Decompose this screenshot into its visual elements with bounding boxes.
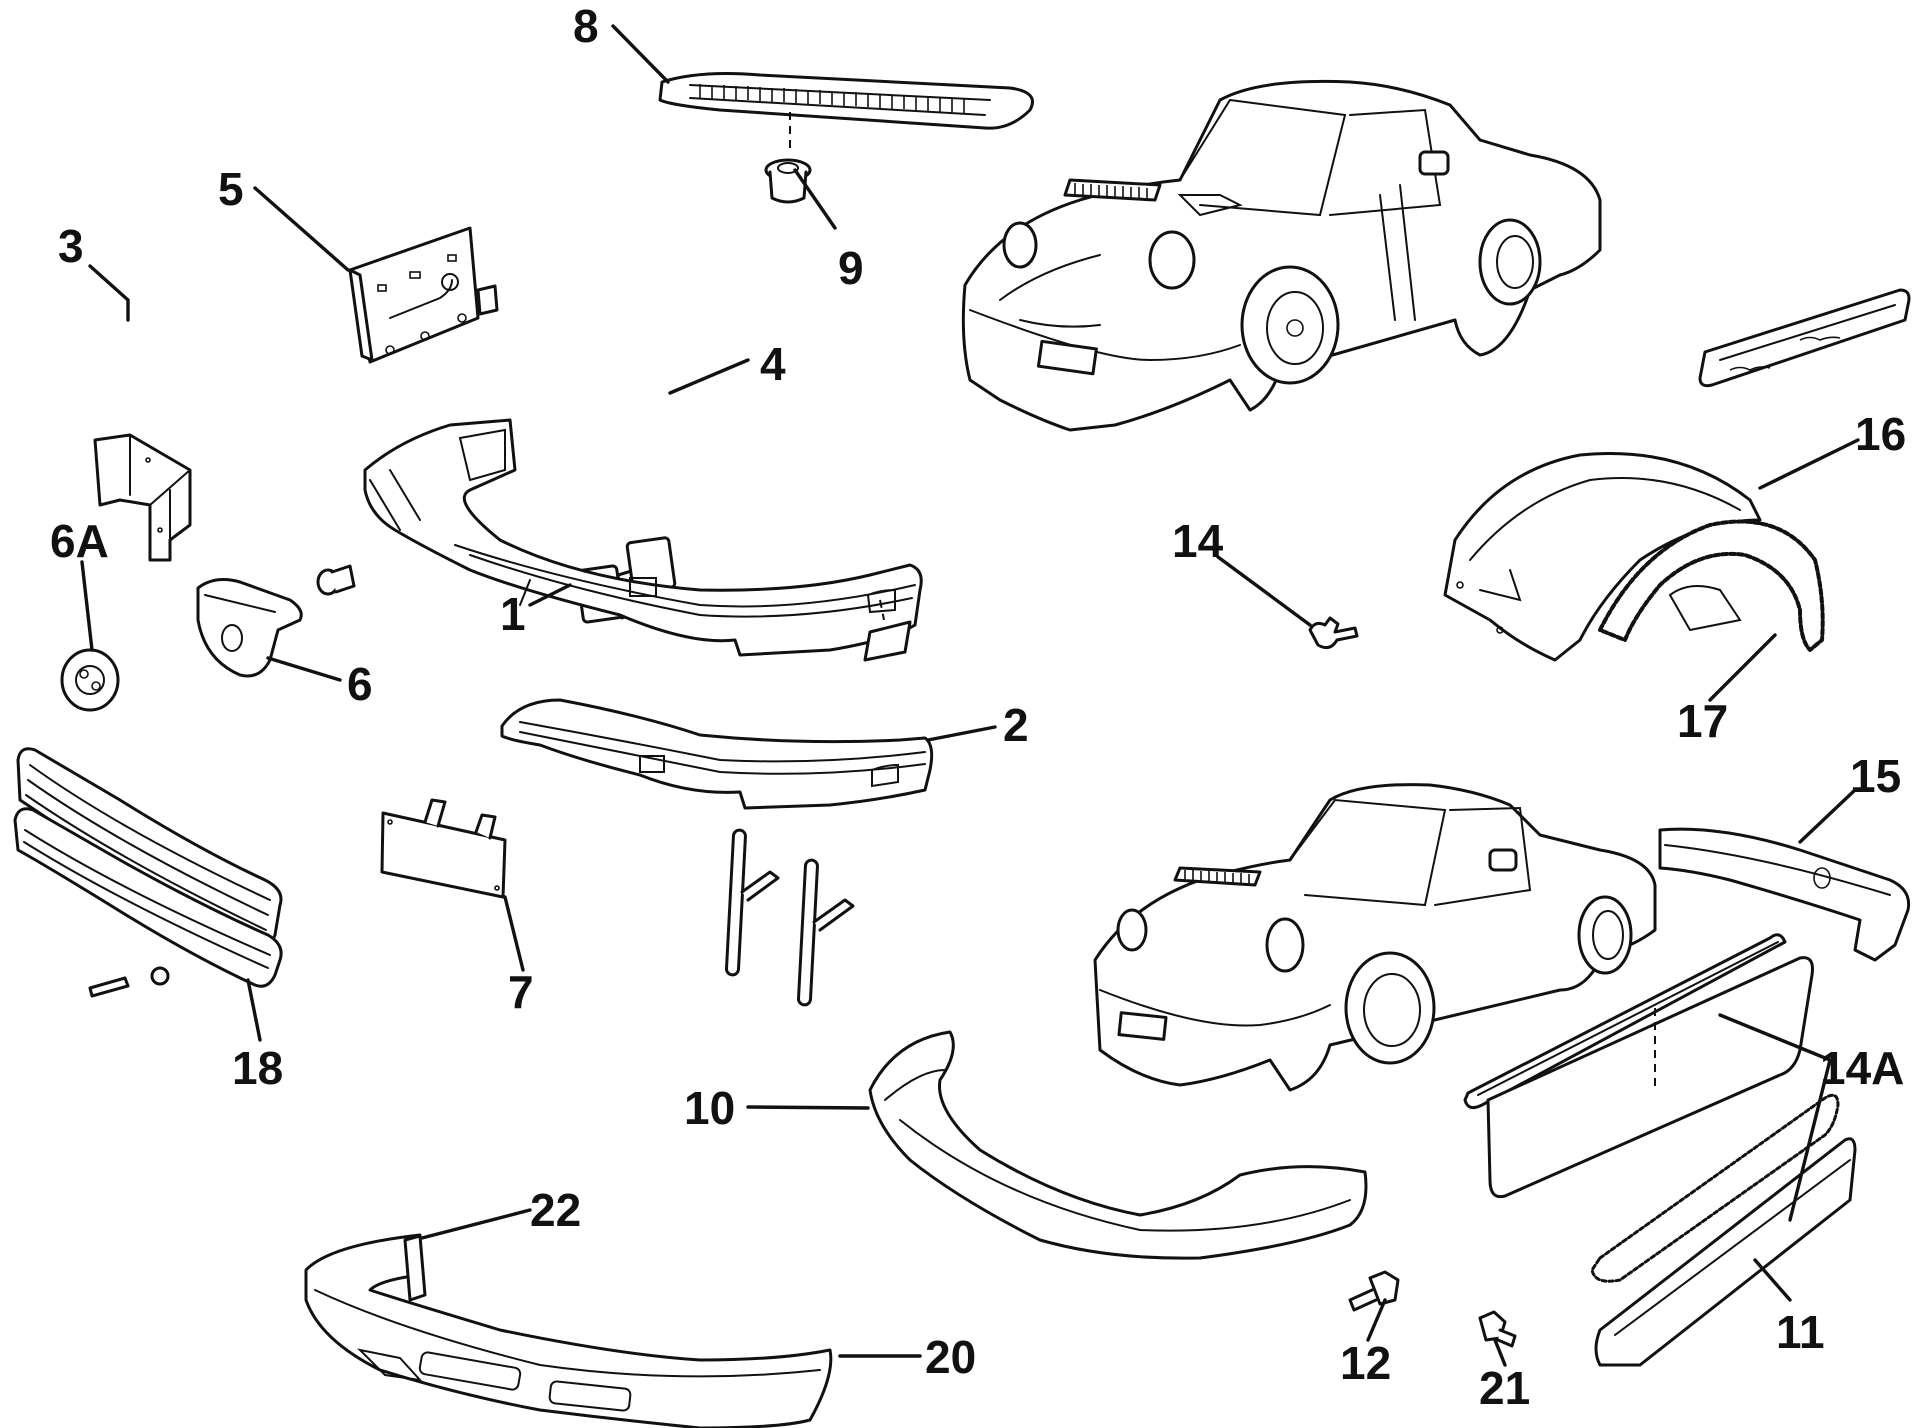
part-12-clip: [1348, 1270, 1400, 1312]
callout-8: 8: [573, 0, 599, 52]
part-14A-door-molding-lower: [1486, 956, 1814, 1199]
part-20-front-bumper-cover: [304, 1233, 833, 1428]
part-6-overrider: [196, 578, 303, 678]
part-6A-emblem: [60, 648, 120, 712]
leader-lines: [80, 24, 1860, 1367]
callout-21: 21: [1479, 1362, 1530, 1414]
part-10-front-spoiler: [868, 1030, 1368, 1260]
callout-22: 22: [530, 1184, 581, 1236]
callout-14: 14: [1172, 515, 1224, 567]
part-1-front-bumper: [363, 418, 923, 657]
part-18-screw: [88, 966, 170, 998]
part-side-trim-strip: [1698, 288, 1911, 388]
part-18-grille: [13, 747, 283, 988]
callout-16: 16: [1855, 408, 1906, 460]
callout-4: 4: [760, 338, 786, 390]
part-2-bumper-section: [500, 698, 934, 810]
part-6-bolt: [316, 564, 356, 596]
part-3-bracket: [93, 433, 192, 562]
callout-6A: 6A: [50, 515, 109, 567]
part-14-clip: [1308, 616, 1359, 650]
part-lens-cover: [863, 599, 912, 662]
callout-12: 12: [1340, 1337, 1391, 1389]
callout-18: 18: [232, 1042, 283, 1094]
part-17-wheel-arch-liner: [1598, 519, 1825, 652]
part-7-license-plate: [380, 798, 507, 899]
callout-15: 15: [1850, 750, 1901, 802]
callout-11: 11: [1776, 1306, 1825, 1358]
callout-10: 10: [684, 1082, 735, 1134]
part-9-grommet: [764, 158, 812, 204]
part-8-hood-vent: [658, 72, 1034, 150]
callout-14A: 14A: [1820, 1042, 1904, 1094]
part-14A-door-molding-upper: [1463, 933, 1787, 1110]
callout-9: 9: [838, 242, 864, 294]
part-guard-rods: [724, 828, 855, 1007]
callout-labels: 8 5 3 9 4 6A 1 6 2 14 16 17 15 7 18 10 1…: [50, 0, 1906, 1414]
part-14A-sill-seal: [1590, 1093, 1840, 1283]
callout-1: 1: [500, 588, 526, 640]
callout-17: 17: [1677, 695, 1728, 747]
part-21-clip: [1478, 1310, 1517, 1348]
car-illustration-bottom: [1093, 783, 1657, 1092]
callout-7: 7: [508, 966, 534, 1018]
car-illustration-top: [961, 79, 1602, 432]
callout-2: 2: [1003, 699, 1029, 751]
part-22-bracket: [403, 1234, 427, 1302]
part-5-plate-bracket: [348, 226, 499, 364]
callout-20: 20: [925, 1331, 976, 1383]
part-15-rear-bumper: [1658, 827, 1911, 962]
callout-6: 6: [347, 658, 373, 710]
callout-3: 3: [58, 220, 84, 272]
part-11-sill-panel: [1594, 1137, 1857, 1367]
callout-5: 5: [218, 163, 244, 215]
